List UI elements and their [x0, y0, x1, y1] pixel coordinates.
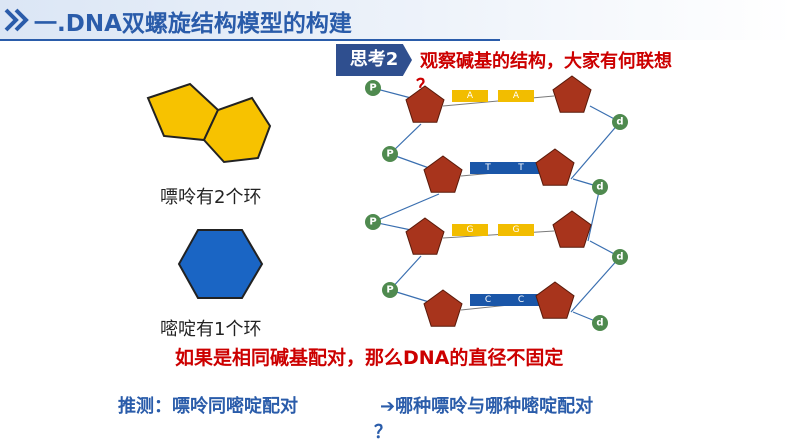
question-pairing-mark: ？	[374, 422, 392, 443]
base-block-right	[498, 224, 534, 236]
purine-double-ring-icon	[146, 82, 272, 164]
title-bar	[0, 0, 794, 41]
deoxyribose-sugar-left	[423, 289, 463, 327]
phosphate-label: P	[369, 83, 376, 94]
base-block-right	[503, 294, 539, 306]
deoxy-label: d	[596, 318, 603, 329]
pyrimidine-label: 嘧啶有1个环	[160, 319, 262, 340]
base-letter-right: A	[513, 91, 520, 101]
base-block-left	[452, 224, 488, 236]
deoxyribose-sugar-right	[552, 210, 592, 248]
deoxyribose-sugar-left	[423, 155, 463, 193]
base-letter-left: C	[485, 295, 491, 305]
purine-label: 嘌呤有2个环	[160, 187, 262, 208]
page-title: 一.DNA双螺旋结构模型的构建	[34, 11, 352, 37]
backbone-line	[570, 256, 621, 313]
base-block-left	[470, 294, 506, 306]
phosphate-label: P	[386, 285, 393, 296]
backbone-line	[587, 186, 601, 242]
deoxy-node	[592, 179, 608, 195]
deoxyribose-sugar-right	[552, 75, 592, 113]
phosphate-label: P	[386, 149, 393, 160]
guess-text: 推测：嘌呤同嘧啶配对	[118, 396, 298, 417]
phosphate-node	[382, 282, 398, 298]
deoxy-node	[612, 114, 628, 130]
pyrimidine-single-ring-icon	[177, 229, 264, 299]
deoxy-label: d	[616, 117, 623, 128]
base-block-left	[470, 162, 506, 174]
question-pairing-text: ➔哪种嘌呤与哪种嘧啶配对	[380, 396, 594, 417]
chevron-icon	[4, 8, 29, 32]
deoxyribose-sugar-left	[405, 217, 445, 255]
base-block-right	[498, 90, 534, 102]
deoxy-node	[612, 249, 628, 265]
deoxy-label: d	[596, 182, 603, 193]
deoxy-node	[592, 315, 608, 331]
base-block-right	[503, 162, 539, 174]
base-letter-right: C	[518, 295, 524, 305]
backbone-line	[570, 121, 621, 180]
deoxyribose-sugar-right	[535, 281, 575, 319]
think-badge: 思考2	[336, 44, 412, 76]
phosphate-node	[382, 146, 398, 162]
base-letter-left: T	[484, 163, 491, 173]
base-letter-right: G	[513, 225, 520, 235]
base-block-left	[452, 90, 488, 102]
deoxyribose-sugar-left	[405, 85, 445, 123]
phosphate-node	[365, 214, 381, 230]
base-letter-left: G	[467, 225, 474, 235]
base-letter-right: T	[517, 163, 524, 173]
deoxy-label: d	[616, 252, 623, 263]
conclusion-text: 如果是相同碱基配对，那么DNA的直径不固定	[175, 347, 564, 369]
backbone-line	[372, 193, 440, 223]
base-letter-left: A	[467, 91, 474, 101]
think-question: 观察碱基的结构，大家有何联想	[420, 51, 672, 72]
phosphate-node	[365, 80, 381, 96]
deoxyribose-sugar-right	[535, 148, 575, 186]
phosphate-label: P	[369, 217, 376, 228]
